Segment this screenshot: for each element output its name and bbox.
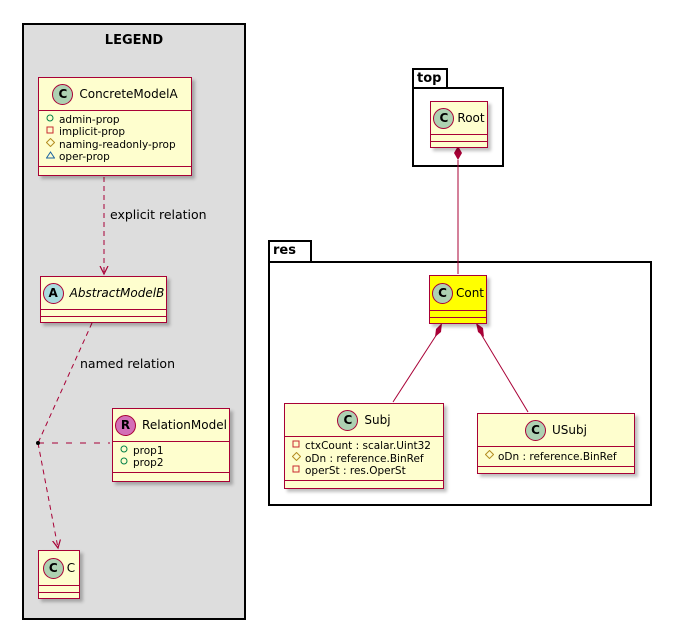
class-name: Subj xyxy=(364,413,391,427)
named-relation-line xyxy=(37,322,93,444)
class-subj: C Subj ctxCount : scalar.Uint32 oDn : re… xyxy=(284,403,444,489)
attribute: admin-prop xyxy=(59,114,120,126)
named-relation-label: named relation xyxy=(80,356,175,371)
attribute: ctxCount : scalar.Uint32 xyxy=(305,440,431,452)
legend-title: LEGEND xyxy=(104,33,164,48)
class-name: C xyxy=(66,561,76,575)
attribute: prop2 xyxy=(133,457,164,469)
package-res-label: res xyxy=(273,243,296,258)
visibility-public-icon xyxy=(45,114,55,126)
class-usubj: C USubj oDn : reference.BinRef xyxy=(477,413,635,474)
relation-icon: R xyxy=(115,414,137,436)
composition-diamond-subj xyxy=(435,323,442,337)
composition-diamond-usubj xyxy=(476,323,484,337)
relation-join-dot xyxy=(36,441,40,445)
abstract-class-icon: A xyxy=(42,282,64,304)
package-res xyxy=(268,261,652,506)
named-relation-target-line xyxy=(37,442,58,548)
class-icon: C xyxy=(433,107,455,129)
composition-cont-usubj xyxy=(480,333,529,413)
visibility-protected-icon xyxy=(45,137,55,151)
class-name: AbstractModelB xyxy=(69,286,165,300)
class-icon: C xyxy=(525,419,547,441)
visibility-package-icon xyxy=(45,151,55,163)
attribute: operSt : res.OperSt xyxy=(305,465,406,477)
class-name: RelationModel xyxy=(142,418,227,432)
visibility-protected-icon xyxy=(484,449,494,463)
class-name: Cont xyxy=(455,286,485,300)
visibility-protected-icon xyxy=(291,451,301,465)
class-icon: C xyxy=(52,83,74,105)
class-icon: C xyxy=(42,557,64,579)
class-name: Root xyxy=(457,111,485,125)
attribute: prop1 xyxy=(133,445,164,457)
class-name: ConcreteModelA xyxy=(79,87,178,101)
visibility-private-icon xyxy=(291,465,301,477)
class-icon: C xyxy=(431,282,453,304)
package-top-label: top xyxy=(417,71,442,86)
visibility-private-icon xyxy=(45,126,55,138)
attribute: implicit-prop xyxy=(59,126,126,138)
attribute: oDn : reference.BinRef xyxy=(498,450,617,463)
package-res-tab: res xyxy=(268,240,312,262)
class-cont: C Cont xyxy=(429,275,487,324)
class-c: C C xyxy=(38,550,80,599)
class-icon: C xyxy=(337,409,359,431)
class-root: C Root xyxy=(430,101,488,148)
class-concrete-model-a: C ConcreteModelA admin-prop implicit-pro… xyxy=(38,77,192,176)
class-name: USubj xyxy=(552,423,587,437)
visibility-public-icon xyxy=(119,457,129,469)
attribute: naming-readonly-prop xyxy=(59,138,176,151)
visibility-private-icon xyxy=(291,440,301,452)
attribute: oDn : reference.BinRef xyxy=(305,452,424,465)
composition-diamond-root xyxy=(454,146,462,160)
package-top-tab: top xyxy=(412,68,448,88)
class-abstract-model-b: A AbstractModelB xyxy=(40,276,167,323)
attribute: oper-prop xyxy=(59,151,110,163)
composition-cont-subj xyxy=(392,333,438,403)
explicit-relation-label: explicit relation xyxy=(110,207,207,222)
visibility-public-icon xyxy=(119,445,129,457)
class-relation-model: R RelationModel prop1 prop2 xyxy=(112,408,230,482)
